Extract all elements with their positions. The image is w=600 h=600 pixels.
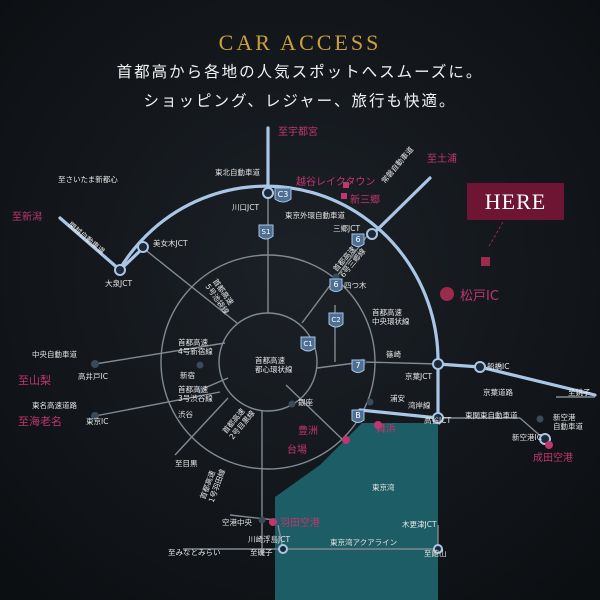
label-kawaguchi-jct: 川口JCT (232, 203, 259, 212)
shield-c3: C3 (278, 190, 289, 199)
label-kuko-chuo: 空港中央 (222, 517, 252, 527)
label-yotsugi: 四つ木 (344, 280, 367, 290)
label-toyosu: 豊洲 (298, 424, 318, 437)
label-maihama: 舞浜 (376, 423, 396, 435)
label-daiba: 台場 (287, 443, 307, 456)
label-matsudo-ic: 松戸IC (460, 289, 499, 304)
label-shin-misato: 新三郷 (350, 193, 380, 206)
label-shibuya: 渋谷 (178, 409, 193, 419)
here-label: HERE (467, 183, 564, 220)
label-keiyo-jct: 京葉JCT (405, 371, 432, 381)
shield-route6-upper: 6 (355, 235, 360, 244)
label-to-utsunomiya: 至宇都宮 (278, 125, 318, 138)
here-location-marker (481, 257, 490, 266)
label-wangan: 湾岸線 (408, 400, 431, 410)
label-ginza: 銀座 (298, 397, 313, 407)
label-shinozaki: 篠崎 (386, 349, 401, 359)
label-higashikanto-exp: 東関東自動車道 (465, 410, 518, 420)
page-title: CAR ACCESS (218, 30, 382, 55)
highlight-dots (269, 182, 553, 526)
junctions (91, 187, 551, 554)
label-to-choshi: 至銚子 (568, 387, 591, 397)
label-funabashi-ic: 船橋IC (487, 361, 509, 371)
label-takaido-ic: 高井戸IC (78, 371, 108, 381)
label-shinjuku: 新宿 (180, 370, 195, 380)
shield-s1: S1 (262, 228, 271, 236)
label-to-yamanashi: 至山梨 (18, 373, 51, 387)
label-to-saitama-shintoshin: 至さいたま新都心 (58, 174, 118, 184)
label-koshigaya-laketown: 越谷レイクタウン (296, 175, 375, 188)
subtitle-line-1: 首都高から各地の人気スポットへスムーズに。 (116, 63, 484, 81)
label-central-loop: 首都高速中央環状線 (372, 307, 410, 326)
label-shin-kuko-exp: 新空港自動車道 (553, 412, 583, 431)
label-kisarazu-jct: 木更津JCT (402, 519, 437, 529)
label-misato-jct: 三郷JCT (333, 224, 360, 233)
shield-c1: C1 (303, 340, 312, 348)
shield-c2: C2 (331, 316, 340, 324)
label-to-isogo: 至磯子 (250, 547, 273, 557)
label-to-ebina: 至海老名 (18, 414, 62, 428)
label-narita-airport: 成田空港 (533, 451, 573, 464)
route-shields: C3 S1 6 6 C2 C1 7 B (258, 187, 365, 423)
label-oizumi-jct: 大泉JCT (105, 278, 132, 288)
label-tohoku-exp: 東北自動車道 (215, 167, 260, 177)
label-aqualine: 東京湾アクアライン (330, 537, 397, 547)
label-tokyo-bay: 東京湾 (372, 482, 395, 492)
label-haneda-airport: 羽田空港 (280, 516, 320, 529)
label-to-tsuchiura: 至土浦 (427, 152, 457, 165)
shield-route6-lower: 6 (333, 280, 338, 289)
label-chuo-exp: 中央自動車道 (32, 349, 77, 359)
here-pointer-line (487, 221, 504, 249)
shield-route7: 7 (355, 361, 360, 370)
label-inner-loop: 首都高速都心環状線 (255, 355, 293, 374)
label-keiyo-road: 京葉道路 (483, 387, 513, 397)
label-to-minatomirai: 至みなとみらい (168, 548, 221, 557)
expressways (58, 126, 597, 420)
label-tomei-exp: 東名高速道路 (32, 400, 77, 410)
label-bijogi-jct: 美女木JCT (153, 238, 188, 248)
label-to-tateyama: 至館山 (424, 548, 447, 558)
matsudo-ic-marker (440, 287, 454, 301)
subtitle-line-2: ショッピング、レジャー、旅行も快適。 (143, 92, 457, 110)
label-kawasaki-ukishima-jct: 川崎浮島JCT (248, 534, 290, 544)
shield-bayshore: B (355, 411, 361, 420)
label-to-meguro: 至目黒 (175, 459, 198, 468)
label-tokyo-ic: 東京IC (86, 416, 108, 426)
label-takaya-jct: 高谷JCT (424, 415, 451, 425)
label-shin-kuko-ic: 新空港IC (512, 432, 542, 442)
label-to-niigata: 至新潟 (12, 210, 42, 223)
label-gaikan: 東京外環自動車道 (285, 210, 345, 220)
tokyo-bay-area (275, 423, 438, 600)
label-urayasu: 浦安 (390, 393, 405, 403)
